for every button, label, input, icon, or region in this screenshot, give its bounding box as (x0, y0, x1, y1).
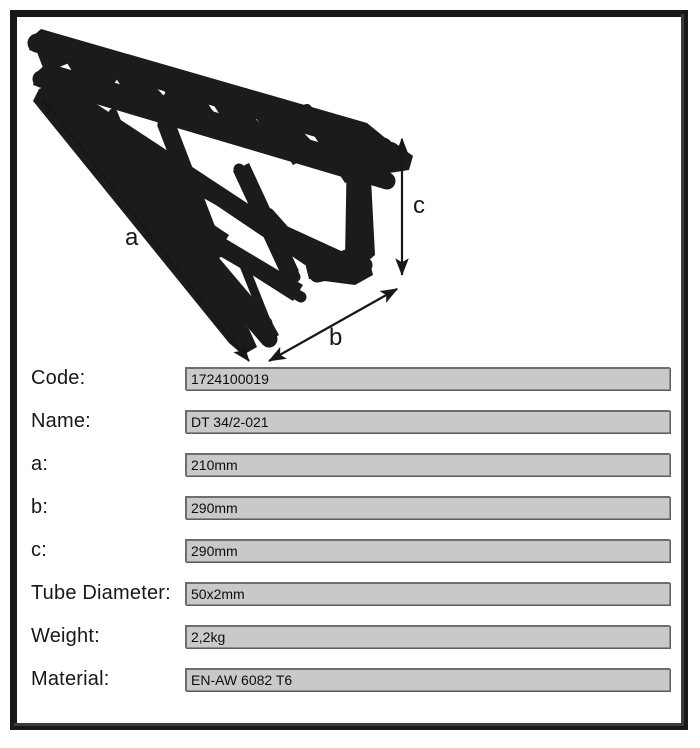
dimension-c-label: c (413, 192, 425, 219)
dimension-b: b (268, 288, 399, 362)
dimension-a: a (42, 97, 250, 362)
field-value-weight: 2,2kg (191, 629, 226, 645)
field-row-weight: Weight: 2,2kg (17, 621, 681, 651)
field-input-c[interactable]: 290mm (185, 539, 670, 562)
dimension-a-label: a (125, 224, 139, 251)
field-input-b[interactable]: 290mm (185, 496, 670, 519)
field-label-name: Name: (31, 410, 91, 432)
field-label-code: Code: (31, 367, 86, 389)
field-label-tube-diameter: Tube Diameter: (31, 582, 171, 604)
field-value-code: 1724100019 (191, 371, 269, 387)
field-value-tube-diameter: 50x2mm (191, 586, 245, 602)
field-label-b: b: (31, 496, 49, 518)
field-row-tube-diameter: Tube Diameter: 50x2mm (17, 578, 681, 608)
field-row-name: Name: DT 34/2-021 (17, 406, 681, 436)
field-row-material: Material: EN-AW 6082 T6 (17, 664, 681, 694)
dimension-b-label: b (329, 324, 342, 351)
field-value-c: 290mm (191, 543, 238, 559)
field-input-a[interactable]: 210mm (185, 453, 670, 476)
field-input-code[interactable]: 1724100019 (185, 367, 670, 390)
field-label-weight: Weight: (31, 625, 100, 647)
field-input-tube-diameter[interactable]: 50x2mm (185, 582, 670, 605)
field-value-a: 210mm (191, 457, 238, 473)
field-value-b: 290mm (191, 500, 238, 516)
field-value-material: EN-AW 6082 T6 (191, 672, 293, 688)
field-row-c: c: 290mm (17, 535, 681, 565)
field-label-material: Material: (31, 668, 110, 690)
spec-field-list: Code: 1724100019 Name: DT 34/2-021 a: 21… (17, 363, 681, 723)
field-input-material[interactable]: EN-AW 6082 T6 (185, 668, 670, 691)
dimension-c: c (395, 137, 425, 276)
field-label-c: c: (31, 539, 47, 561)
field-row-a: a: 210mm (17, 449, 681, 479)
field-label-a: a: (31, 453, 49, 475)
field-input-name[interactable]: DT 34/2-021 (185, 410, 670, 433)
field-value-name: DT 34/2-021 (191, 414, 269, 430)
field-row-code: Code: 1724100019 (17, 363, 681, 393)
truss-diagram: a b c (17, 17, 681, 362)
field-row-b: b: 290mm (17, 492, 681, 522)
field-input-weight[interactable]: 2,2kg (185, 625, 670, 648)
